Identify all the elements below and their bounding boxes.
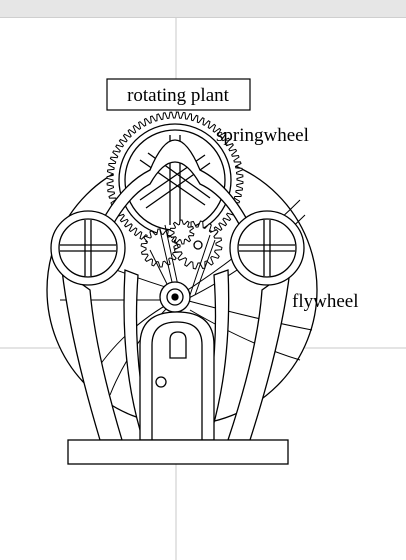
small-hole: [155, 376, 167, 388]
title-label: rotating plant: [127, 85, 230, 106]
pivot-center: [171, 293, 179, 301]
right-window: [229, 210, 305, 286]
top-toolbar: [0, 0, 406, 18]
title-box: [106, 78, 251, 111]
flywheel-label: flywheel: [292, 291, 358, 312]
springwheel-label: springwheel: [216, 125, 309, 146]
pendulum-housing: [139, 311, 215, 441]
small-gear-left: [140, 228, 180, 268]
small-gear-center: [169, 219, 195, 245]
pivot-middle: [166, 288, 184, 306]
gear-right-hub: [193, 240, 203, 250]
base-plinth: [67, 439, 289, 465]
left-window: [50, 210, 126, 286]
